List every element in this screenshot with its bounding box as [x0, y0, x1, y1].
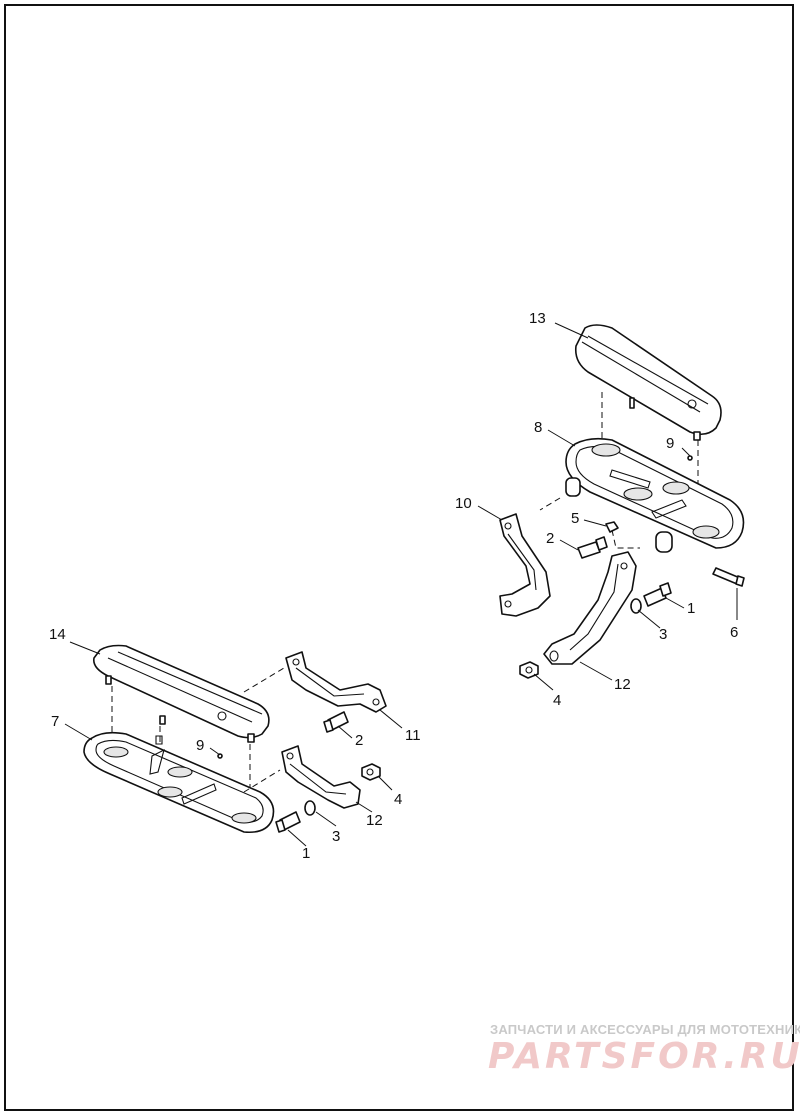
callout-11: 11: [405, 727, 421, 744]
footboard-frame-8: [565, 437, 745, 553]
watermark-logo: PARTSFOR.RU: [488, 1036, 800, 1077]
callout-9-right: 9: [666, 435, 674, 452]
nut-4-right: [519, 661, 539, 679]
pin-9-right: [687, 455, 693, 461]
nut-5: [605, 521, 619, 533]
callout-6: 6: [730, 624, 738, 641]
drawing-frame: [4, 4, 794, 1111]
watermark-tagline: ЗАПЧАСТИ И АКСЕССУАРЫ ДЛЯ МОТОТЕХНИКИ: [490, 1022, 800, 1037]
callout-5: 5: [571, 510, 579, 527]
washer-3-right: [630, 598, 642, 614]
footboard-bracket-11: [285, 651, 387, 713]
callout-7: 7: [51, 713, 59, 730]
screw-6: [712, 567, 745, 587]
bolt-2-right: [577, 536, 608, 559]
footboard-bracket-12-left: [281, 745, 361, 809]
nut-4-left: [361, 763, 381, 781]
callout-14: 14: [49, 626, 66, 643]
callout-2-right: 2: [546, 530, 554, 547]
callout-4-right: 4: [553, 692, 561, 709]
callout-10: 10: [455, 495, 472, 512]
callout-12-left: 12: [366, 812, 383, 829]
callout-13: 13: [529, 310, 546, 327]
washer-3-left: [304, 800, 316, 816]
footboard-frame-7: [83, 731, 275, 834]
callout-9-left: 9: [196, 737, 204, 754]
callout-8: 8: [534, 419, 542, 436]
callout-3-left: 3: [332, 828, 340, 845]
footboard-bracket-10: [499, 513, 551, 617]
callout-4-left: 4: [394, 791, 402, 808]
footboard-pad-13: [574, 324, 722, 441]
callout-2-left: 2: [355, 732, 363, 749]
bolt-1-right: [643, 582, 672, 607]
footboard-pad-14: [92, 644, 270, 743]
pin-9-left: [217, 753, 223, 759]
callout-12-right: 12: [614, 676, 631, 693]
bolt-2-left: [323, 711, 349, 733]
footboard-bracket-12: [543, 551, 637, 665]
callout-1-right: 1: [687, 600, 695, 617]
bolt-1-left: [275, 811, 301, 833]
callout-1-left: 1: [302, 845, 310, 862]
callout-3-right: 3: [659, 626, 667, 643]
